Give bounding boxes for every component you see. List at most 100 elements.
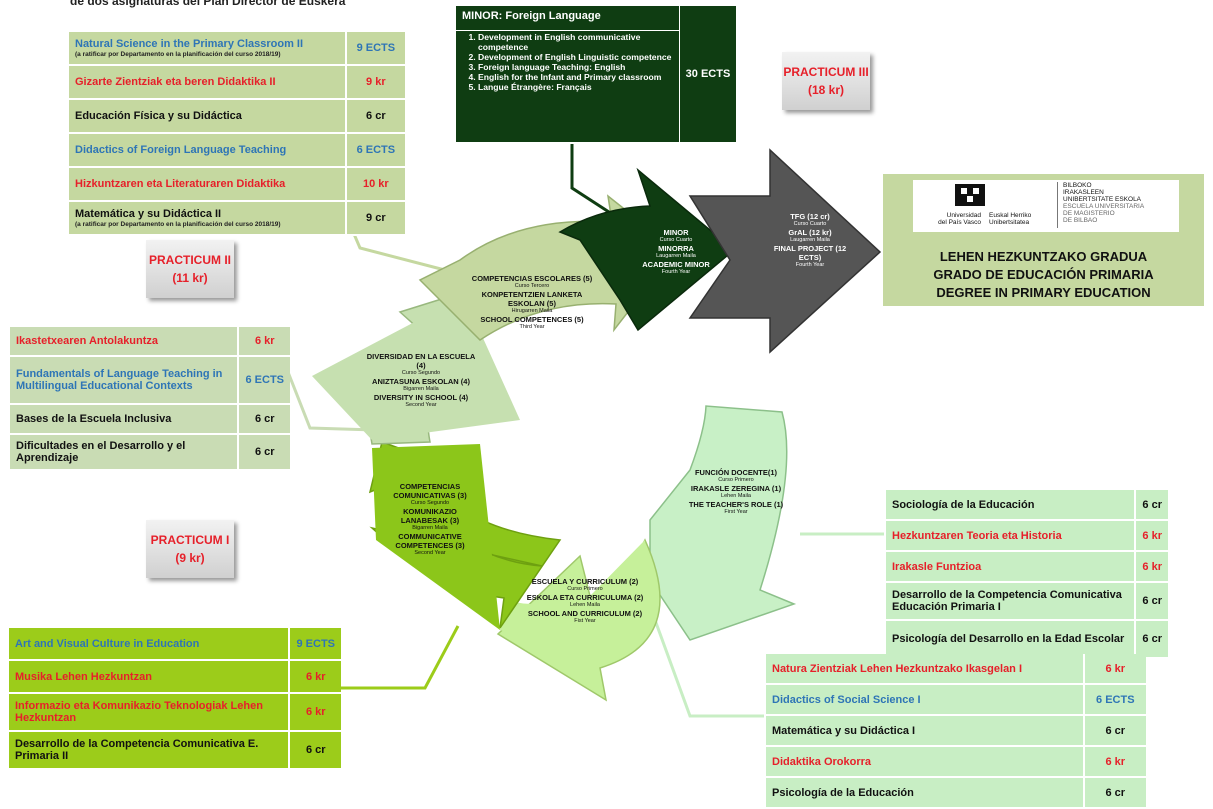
label-tfg: TFG (12 cr) Curso Cuarto GrAL (12 kr) La… [770, 212, 850, 269]
school-comp-l5: SCHOOL COMPETENCES (5) [480, 315, 584, 324]
list-item: Langue Étrangère: Français [478, 82, 692, 92]
label-minor: MINOR Curso Cuarto MINORRA Laugarren Mai… [636, 228, 716, 276]
minor-l6: Fourth Year [661, 269, 691, 275]
school-curriculum-l5: SCHOOL AND CURRICULUM (2) [527, 609, 643, 618]
teacher-role-l1: FUNCIÓN DOCENTE(1) [694, 468, 778, 477]
school-comp-l2: Curso Tercero [514, 283, 550, 289]
year1-right-subject-table: Sociología de la Educación 6 cr Hezkuntz… [886, 490, 1168, 659]
table-row: Didaktika Orokorra 6 kr [766, 747, 1146, 778]
school-curriculum-l3: ESKOLA ETA CURRICULUMA (2) [526, 593, 644, 602]
table-row: Sociología de la Educación 6 cr [886, 490, 1168, 521]
table-row: Hezkuntzaren Teoria eta Historia 6 kr [886, 521, 1168, 552]
diversity-l2: Curso Segundo [401, 370, 441, 376]
teacher-role-l2: Curso Primero [718, 477, 754, 483]
subject-credits: 9 ECTS [344, 32, 405, 66]
school-curriculum-l4: Lehen Maila [570, 602, 600, 608]
subject-name: Matemática y su Didáctica I [766, 716, 1083, 747]
table-row: Natural Science in the Primary Classroom… [69, 32, 405, 66]
subject-name: Natural Science in the Primary Classroom… [69, 32, 345, 66]
school-comp-l6: Third Year [519, 324, 545, 330]
subject-credits: 6 cr [1134, 621, 1168, 659]
table-row: Didactics of Social Science I 6 ECTS [766, 685, 1146, 716]
arrow-teacher-role [649, 405, 797, 641]
subject-name: Art and Visual Culture in Education [9, 628, 289, 661]
table-row: Desarrollo de la Competencia Comunicativ… [9, 732, 341, 770]
table-row: Hizkuntzaren eta Literaturaren Didaktika… [69, 168, 405, 202]
table-row: Matemática y su Didáctica II(a ratificar… [69, 202, 405, 236]
practicum-2: PRACTICUM II (11 kr) [146, 240, 234, 298]
communicative-l3: KOMUNIKAZIO LANABESAK (3) [400, 507, 460, 525]
subject-credits: 6 ECTS [344, 134, 405, 168]
subject-credits: 6 cr [1134, 583, 1168, 621]
subject-credits: 9 ECTS [288, 628, 341, 661]
table-row: Gizarte Zientziak eta beren Didaktika II… [69, 66, 405, 100]
subject-credits: 9 kr [344, 66, 405, 100]
tfg-l3: GrAL (12 kr) [788, 228, 832, 237]
teacher-role-l4: Lehen Maila [721, 493, 751, 499]
top-caption: de dos asignaturas del Plan Director de … [70, 0, 346, 8]
subject-name: Psicología de la Educación [766, 778, 1083, 809]
table-row: Natura Zientziak Lehen Hezkuntzako Ikasg… [766, 654, 1146, 685]
subject-name: Bases de la Escuela Inclusiva [10, 405, 238, 435]
practicum-title: PRACTICUM II [149, 253, 231, 267]
list-item: English for the Infant and Primary class… [478, 72, 692, 82]
minor-box-credits: 30 ECTS [685, 68, 731, 80]
subject-name: Didaktika Orokorra [766, 747, 1083, 778]
subject-credits: 9 cr [344, 202, 405, 236]
subject-credits: 6 kr [288, 694, 341, 732]
school-comp-l4: Hirugarren Maila [511, 308, 553, 314]
year2-subject-table: Ikastetxearen Antolakuntza 6 kr Fundamen… [10, 327, 290, 471]
subject-credits: 6 kr [1134, 552, 1168, 583]
list-item: Foreign language Teaching: English [478, 62, 692, 72]
tfg-l2: Curso Cuarto [793, 221, 827, 227]
subject-name: Educación Física y su Didáctica [69, 100, 345, 134]
list-item: Development in English communicative com… [478, 32, 692, 52]
school-curriculum-l2: Curso Primero [567, 586, 603, 592]
university-emblem-icon [955, 184, 985, 206]
subject-credits: 6 cr [1082, 778, 1146, 809]
tfg-l6: Fourth Year [795, 262, 825, 268]
minor-box-title: MINOR: Foreign Language [462, 10, 601, 22]
subject-name: Fundamentals of Language Teaching in Mul… [10, 357, 238, 405]
subject-credits: 6 kr [237, 327, 290, 357]
subject-name: Gizarte Zientziak eta beren Didaktika II [69, 66, 345, 100]
table-row: Ikastetxearen Antolakuntza 6 kr [10, 327, 290, 357]
table-row: Dificultades en el Desarrollo y el Apren… [10, 435, 290, 471]
connector-year2 [286, 371, 376, 432]
teacher-role-l3: IRAKASLE ZEREGINA (1) [690, 484, 782, 493]
arrow-tfg [688, 148, 882, 354]
table-row: Art and Visual Culture in Education 9 EC… [9, 628, 341, 661]
label-communicative: COMPETENCIAS COMUNICATIVAS (3) Curso Seg… [382, 482, 478, 557]
tfg-l4: Laugarren Maila [790, 237, 830, 243]
diversity-l4: Bigarren Maila [403, 386, 439, 392]
list-item: Development of English Linguistic compet… [478, 52, 692, 62]
subject-name: Sociología de la Educación [886, 490, 1135, 521]
table-row: Matemática y su Didáctica I 6 cr [766, 716, 1146, 747]
teacher-role-l5: THE TEACHER'S ROLE (1) [688, 500, 784, 509]
subject-credits: 6 ECTS [237, 357, 290, 405]
minor-l2: Curso Cuarto [659, 237, 693, 243]
practicum-credits: (11 kr) [172, 271, 208, 285]
subject-credits: 6 cr [344, 100, 405, 134]
subject-credits: 6 kr [1082, 654, 1146, 685]
subject-credits: 6 cr [288, 732, 341, 770]
year1-left-subject-table: Art and Visual Culture in Education 9 EC… [9, 628, 341, 770]
diversity-l6: Second Year [405, 402, 437, 408]
subject-name: Musika Lehen Hezkuntzan [9, 661, 289, 694]
practicum-credits: (18 kr) [807, 83, 845, 97]
table-row: Desarrollo de la Competencia Comunicativ… [886, 583, 1168, 621]
subject-credits: 6 kr [1082, 747, 1146, 778]
minor-l4: Laugarren Maila [656, 253, 696, 259]
subject-name: Irakasle Funtzioa [886, 552, 1135, 583]
school-comp-l3: KONPETENTZIEN LANKETA ESKOLAN (5) [481, 290, 583, 308]
table-row: Irakasle Funtzioa 6 kr [886, 552, 1168, 583]
teacher-role-l6: First Year [724, 509, 748, 515]
table-row: Educación Física y su Didáctica 6 cr [69, 100, 405, 134]
practicum-title: PRACTICUM I [150, 533, 230, 547]
diversity-l3: ANIZTASUNA ESKOLAN (4) [372, 377, 470, 386]
subject-credits: 6 cr [1134, 490, 1168, 521]
subject-credits: 6 cr [237, 405, 290, 435]
minor-l1: MINOR [663, 228, 689, 237]
